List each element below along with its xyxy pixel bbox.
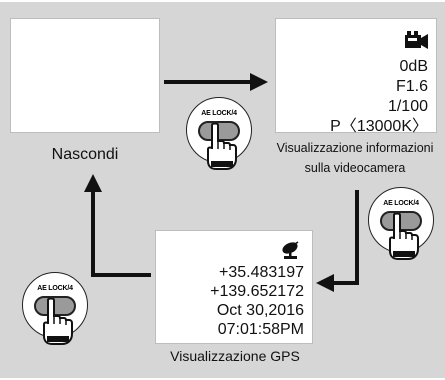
screen-camera-info: 0dB F1.6 1/100 P〈13000K〉 bbox=[275, 18, 437, 135]
screen-gps: +35.483197 +139.652172 Oct 30,2016 07:01… bbox=[155, 230, 313, 344]
pointing-hand-icon bbox=[389, 213, 419, 260]
camera-readout: 0dB F1.6 1/100 P〈13000K〉 bbox=[330, 57, 428, 137]
white-balance-value: P〈13000K〉 bbox=[330, 118, 428, 135]
arrow-hide-to-camera bbox=[164, 73, 268, 91]
gps-readout: +35.483197 +139.652172 Oct 30,2016 07:01… bbox=[210, 263, 304, 339]
iris-value: F1.6 bbox=[395, 78, 428, 95]
pointing-hand-icon bbox=[43, 298, 73, 345]
ae-lock-label: AE LOCK/4 bbox=[383, 200, 419, 207]
ae-lock-label: AE LOCK/4 bbox=[37, 285, 73, 292]
gps-latitude: +35.483197 bbox=[219, 264, 304, 281]
ae-lock-button-3: AE LOCK/4 bbox=[22, 272, 88, 358]
shutter-value: 1/100 bbox=[387, 98, 428, 115]
caption-camera-line-1: Visualizzazione informazioni bbox=[276, 141, 434, 155]
caption-camera-line-2: sulla videocamera bbox=[304, 161, 406, 175]
ae-lock-button-2: AE LOCK/4 bbox=[368, 187, 434, 273]
gps-longitude: +139.652172 bbox=[210, 283, 304, 300]
satellite-dish-icon bbox=[282, 241, 299, 259]
gps-date: Oct 30,2016 bbox=[216, 302, 304, 319]
ae-lock-button-1: AE LOCK/4 bbox=[186, 97, 252, 183]
caption-hide: Nascondi bbox=[51, 146, 119, 163]
ae-lock-label: AE LOCK/4 bbox=[201, 110, 237, 117]
pointing-hand-icon bbox=[207, 123, 237, 170]
video-camera-icon bbox=[405, 31, 428, 49]
gain-value: 0dB bbox=[399, 58, 428, 75]
caption-gps: Visualizzazione GPS bbox=[170, 348, 300, 364]
gps-time: 07:01:58PM bbox=[217, 321, 304, 338]
screen-hide bbox=[10, 18, 160, 133]
arrow-gps-to-hide bbox=[84, 174, 151, 277]
arrow-camera-to-gps bbox=[316, 190, 359, 292]
